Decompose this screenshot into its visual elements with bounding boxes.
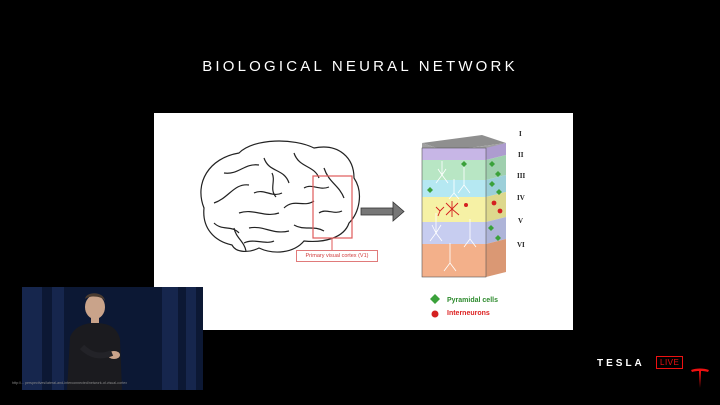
layer-label-VI: VI bbox=[517, 241, 525, 249]
layer-label-IV: IV bbox=[517, 194, 525, 202]
speaker-video-feed bbox=[22, 287, 203, 390]
layer-label-II: II bbox=[518, 151, 524, 159]
speaker-silhouette bbox=[67, 293, 122, 390]
pyramidal-cell-marker-icon bbox=[430, 294, 440, 304]
tesla-wordmark: TESLA bbox=[597, 358, 645, 369]
layer-label-V: V bbox=[518, 217, 524, 225]
layer-label-I: I bbox=[519, 130, 522, 138]
v1-label: Primary visual cortex (V1) bbox=[296, 250, 378, 262]
slide-figure bbox=[154, 113, 573, 330]
cortex-layers-diagram bbox=[421, 135, 506, 278]
slide-title: BIOLOGICAL NEURAL NETWORK bbox=[202, 58, 518, 75]
layer-label-III: III bbox=[517, 172, 526, 180]
right-arrow-icon bbox=[360, 201, 405, 222]
legend-pyramidal-cells: Pyramidal cells bbox=[447, 297, 498, 304]
interneuron-marker-icon bbox=[431, 310, 439, 318]
tesla-logo-icon bbox=[691, 368, 709, 388]
image-credit: http://... perspectives/lateral-and-inte… bbox=[12, 381, 128, 385]
legend-interneurons: Interneurons bbox=[447, 310, 490, 317]
brain-illustration bbox=[200, 140, 361, 253]
live-badge: LIVE bbox=[656, 356, 684, 369]
